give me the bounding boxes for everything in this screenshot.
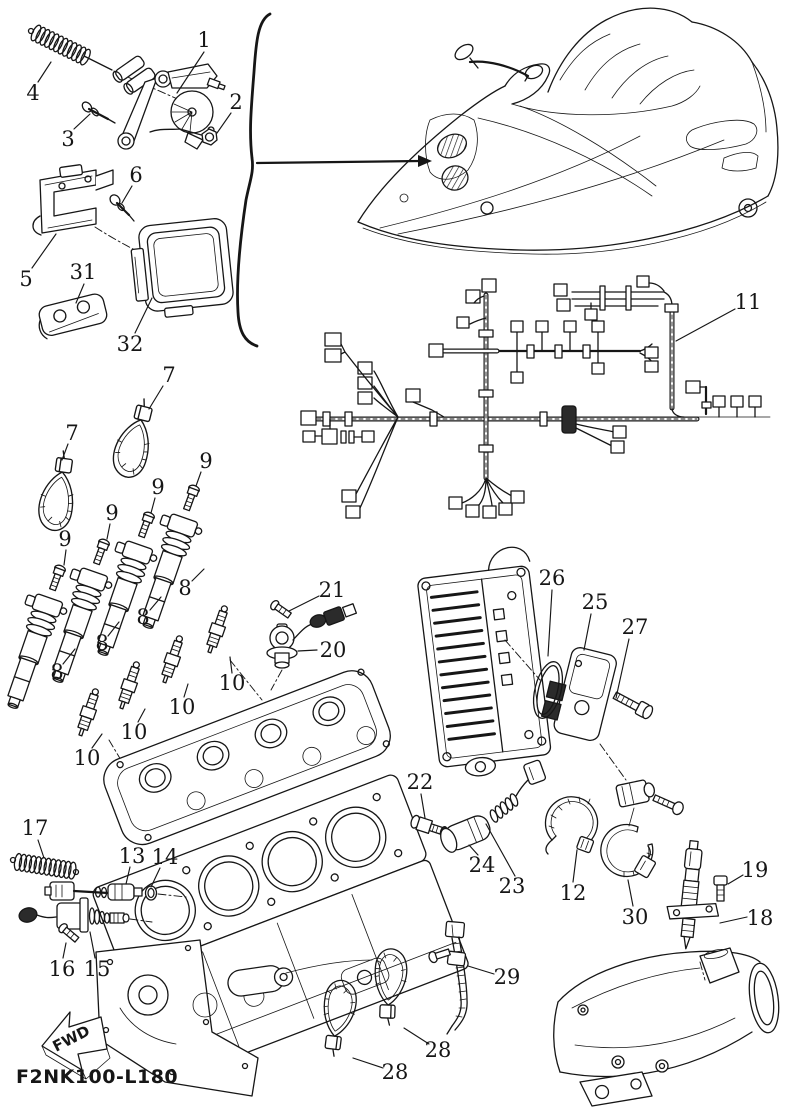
screw-6 bbox=[109, 194, 135, 222]
bolt-16 bbox=[58, 923, 80, 943]
bolt-19 bbox=[713, 875, 728, 902]
section-brace bbox=[236, 12, 272, 348]
thermo-sensor-15-16 bbox=[18, 897, 153, 943]
mount-bracket bbox=[615, 779, 656, 808]
spring-17 bbox=[9, 852, 80, 881]
tie-29 bbox=[428, 920, 468, 1035]
cable-ties-7 bbox=[35, 394, 162, 534]
ecu-cover-31 bbox=[38, 293, 108, 340]
bracket-screw bbox=[652, 794, 684, 816]
washer-14 bbox=[144, 885, 158, 901]
ecu-bracket-5 bbox=[32, 164, 151, 259]
bolt-27 bbox=[612, 691, 654, 720]
bolt-21 bbox=[270, 599, 292, 619]
jetski-overview bbox=[357, 7, 779, 255]
module-25 bbox=[532, 647, 684, 827]
knock-sensor-24 bbox=[440, 759, 547, 853]
screw-3 bbox=[81, 101, 116, 124]
cable-ties-28-29 bbox=[317, 920, 468, 1059]
nut-2 bbox=[201, 128, 218, 146]
callout-leader-lines bbox=[31, 51, 748, 1069]
throttle-pump-assembly bbox=[27, 23, 226, 150]
clamp-30 bbox=[600, 823, 656, 879]
engine-block bbox=[92, 668, 469, 1097]
cam-sensor-20 bbox=[266, 599, 358, 691]
part-code: F2NK100-L180 bbox=[16, 1066, 179, 1088]
exhaust-assembly bbox=[553, 839, 780, 1107]
clamp-12 bbox=[544, 796, 599, 855]
fwd-arrow: FWD bbox=[41, 1011, 111, 1080]
wiring-harness-11 bbox=[300, 275, 771, 519]
o-ring-26 bbox=[532, 661, 564, 719]
heatsink-bracket bbox=[417, 546, 552, 777]
location-arrow bbox=[255, 155, 432, 167]
ecu-unit-32 bbox=[130, 218, 234, 318]
sensor-18 bbox=[666, 839, 720, 950]
sensor-13-14 bbox=[44, 881, 187, 901]
